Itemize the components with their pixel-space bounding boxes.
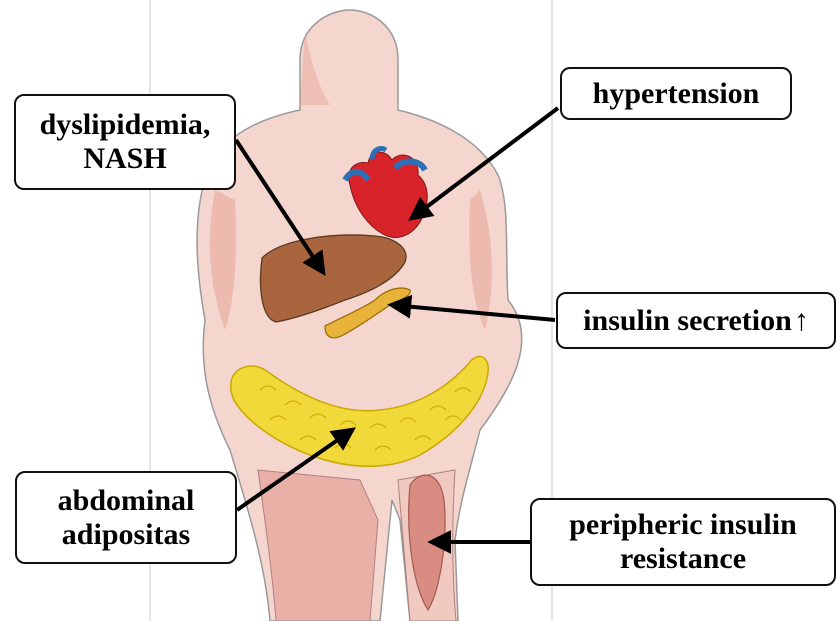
- label-insulin-secretion-text: insulin secretion: [583, 304, 792, 338]
- label-insulin-secretion: insulin secretion↑: [556, 292, 836, 349]
- label-abdominal-line2: adipositas: [62, 518, 190, 552]
- label-dyslipidemia-line2: NASH: [83, 142, 166, 176]
- left-leg: [258, 470, 378, 621]
- label-hypertension: hypertension: [560, 67, 792, 120]
- label-hypertension-text: hypertension: [593, 77, 760, 111]
- up-arrow-icon: ↑: [794, 304, 809, 338]
- label-peripheric-line2: resistance: [620, 542, 746, 576]
- label-abdominal-adipositas: abdominal adipositas: [15, 471, 237, 564]
- label-peripheric-insulin-resistance: peripheric insulin resistance: [530, 498, 836, 586]
- label-dyslipidemia-nash: dyslipidemia, NASH: [14, 94, 236, 190]
- label-peripheric-line1: peripheric insulin: [569, 508, 797, 542]
- label-abdominal-line1: abdominal: [58, 484, 195, 518]
- label-dyslipidemia-line1: dyslipidemia,: [40, 108, 211, 142]
